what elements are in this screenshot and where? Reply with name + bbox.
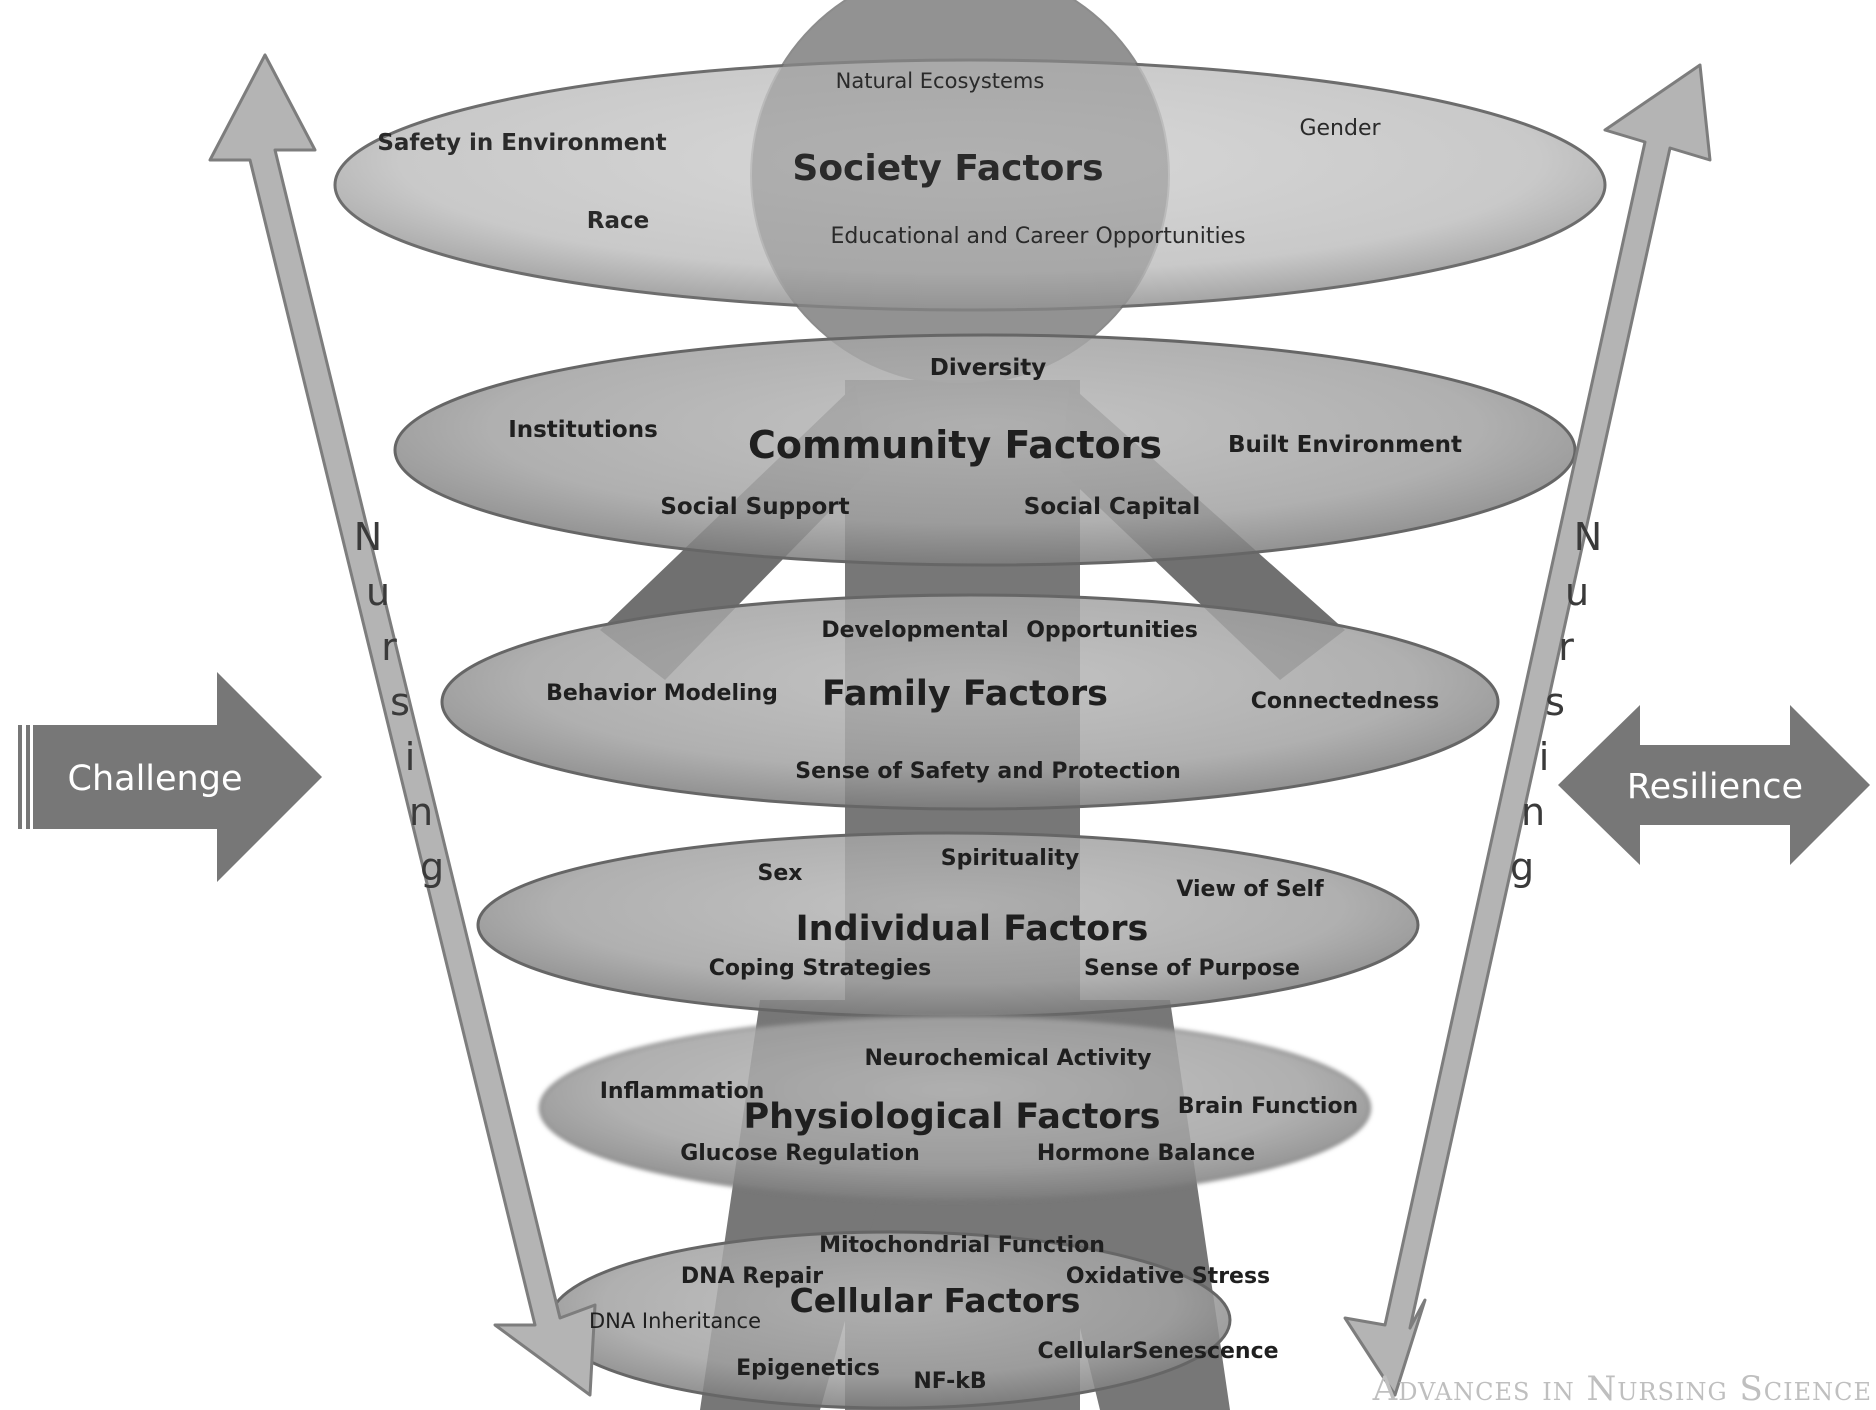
- nursing-left-letter: s: [390, 680, 410, 724]
- factor-educational-career: Educational and Career Opportunities: [830, 224, 1245, 249]
- factor-sense-of-safety: Sense of Safety and Protection: [795, 759, 1180, 784]
- factor-sex: Sex: [758, 861, 803, 886]
- physiological-labels: Physiological Factors Neurochemical Acti…: [600, 1046, 1359, 1166]
- factor-built-environment: Built Environment: [1228, 432, 1462, 458]
- factor-natural-ecosystems: Natural Ecosystems: [836, 69, 1045, 93]
- layer-title-family: Family Factors: [822, 674, 1108, 714]
- nursing-right-letter: r: [1558, 625, 1574, 669]
- challenge-arrow: Challenge: [12, 672, 322, 882]
- factor-race: Race: [587, 208, 649, 234]
- nursing-right-letter: s: [1545, 680, 1565, 724]
- nursing-left-letter: i: [405, 735, 416, 779]
- factor-social-capital: Social Capital: [1024, 494, 1200, 520]
- layer-title-individual: Individual Factors: [796, 909, 1149, 949]
- society-labels: Society Factors Natural Ecosystems Safet…: [377, 69, 1381, 249]
- factor-gender: Gender: [1299, 116, 1381, 141]
- factor-dna-repair: DNA Repair: [681, 1264, 823, 1289]
- factor-social-support: Social Support: [660, 494, 849, 520]
- factor-safety-in-environment: Safety in Environment: [377, 130, 666, 156]
- factor-coping-strategies: Coping Strategies: [709, 956, 931, 981]
- layer-title-community: Community Factors: [748, 423, 1162, 467]
- nursing-left-letter: N: [354, 515, 382, 559]
- factor-nf-kb: NF-kB: [913, 1369, 986, 1394]
- nursing-label-right: N u r s i n g: [1510, 515, 1602, 889]
- resilience-label: Resilience: [1627, 767, 1803, 807]
- nursing-arrow-left: [208, 53, 597, 1397]
- individual-labels: Individual Factors Sex Spirituality View…: [709, 846, 1324, 981]
- nursing-arrow-right: [1343, 63, 1712, 1397]
- factor-mitochondrial-function: Mitochondrial Function: [819, 1233, 1105, 1258]
- nursing-right-letter: N: [1574, 515, 1602, 559]
- factor-oxidative-stress: Oxidative Stress: [1066, 1264, 1270, 1289]
- layer-title-society: Society Factors: [792, 148, 1103, 189]
- challenge-label: Challenge: [68, 759, 243, 799]
- nursing-left-letter: u: [366, 570, 390, 614]
- factor-connectedness: Connectedness: [1251, 689, 1440, 714]
- community-labels: Community Factors Diversity Institutions…: [508, 355, 1462, 520]
- layer-title-cellular: Cellular Factors: [790, 1281, 1081, 1320]
- factor-dna-inheritance: DNA Inheritance: [589, 1309, 761, 1333]
- resilience-arrow: Resilience: [1558, 705, 1870, 865]
- family-labels: Family Factors Developmental Opportuniti…: [546, 618, 1439, 784]
- factor-inflammation: Inflammation: [600, 1079, 765, 1104]
- layer-physiological: [539, 1015, 1371, 1201]
- layer-title-physiological: Physiological Factors: [744, 1097, 1161, 1137]
- factor-cellular-senescence: CellularSenescence: [1037, 1339, 1278, 1364]
- nursing-left-letter: g: [420, 845, 444, 889]
- factor-view-of-self: View of Self: [1176, 877, 1324, 902]
- layer-community: [393, 333, 1577, 567]
- factor-glucose-regulation: Glucose Regulation: [680, 1141, 920, 1166]
- factor-opportunities: Opportunities: [1026, 618, 1198, 643]
- factor-sense-of-purpose: Sense of Purpose: [1084, 956, 1300, 981]
- nursing-right-letter: u: [1565, 570, 1589, 614]
- cellular-labels: Cellular Factors Mitochondrial Function …: [589, 1233, 1279, 1394]
- factor-epigenetics: Epigenetics: [736, 1356, 880, 1381]
- nursing-left-letter: r: [381, 625, 397, 669]
- nursing-left-letter: n: [409, 790, 433, 834]
- factor-behavior-modeling: Behavior Modeling: [546, 681, 778, 706]
- factor-institutions: Institutions: [508, 417, 658, 443]
- factor-hormone-balance: Hormone Balance: [1037, 1141, 1255, 1166]
- nursing-right-letter: i: [1539, 735, 1550, 779]
- nursing-label-left: N u r s i n g: [354, 515, 444, 889]
- journal-watermark: Advances in Nursing Science: [1372, 1369, 1872, 1409]
- factor-diversity: Diversity: [930, 355, 1046, 381]
- factor-developmental: Developmental: [821, 618, 1008, 643]
- nursing-right-letter: g: [1510, 845, 1534, 889]
- layer-society: [333, 0, 1607, 383]
- factor-spirituality: Spirituality: [941, 846, 1080, 871]
- factor-neurochemical-activity: Neurochemical Activity: [865, 1046, 1152, 1071]
- factor-brain-function: Brain Function: [1178, 1094, 1358, 1119]
- nursing-right-letter: n: [1521, 790, 1545, 834]
- layer-family: [440, 593, 1500, 811]
